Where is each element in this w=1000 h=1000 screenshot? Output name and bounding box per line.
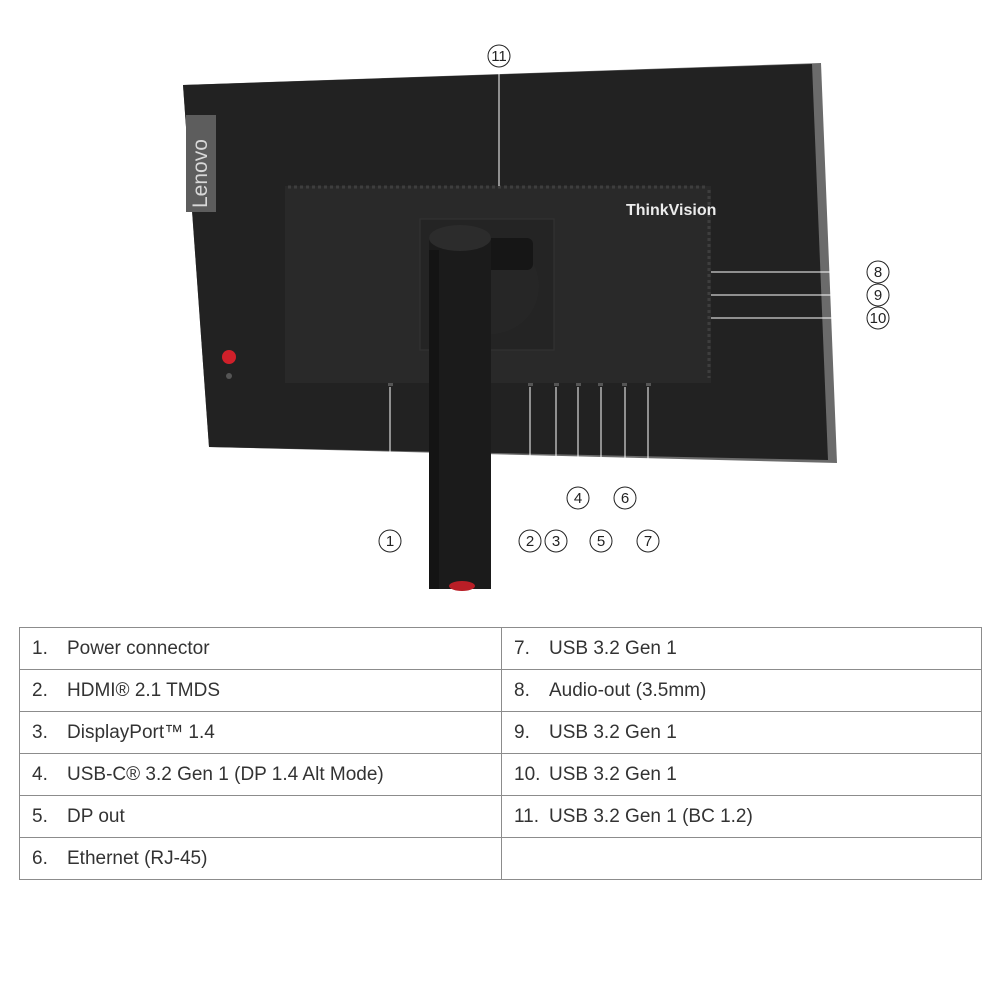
monitor-rear-diagram: Lenovo ThinkVision xyxy=(183,44,890,591)
callout-4: 4 xyxy=(566,486,590,510)
callout-6: 6 xyxy=(613,486,637,510)
port-label: Ethernet (RJ-45) xyxy=(67,847,208,869)
port-label: USB-C® 3.2 Gen 1 (DP 1.4 Alt Mode) xyxy=(67,763,384,785)
empty-cell xyxy=(501,837,982,880)
port-6 xyxy=(622,383,627,386)
callout-3-label: 3 xyxy=(552,533,560,550)
port-label: USB 3.2 Gen 1 xyxy=(549,721,677,743)
table-row: 4. USB-C® 3.2 Gen 1 (DP 1.4 Alt Mode) 10.… xyxy=(19,753,982,796)
port-number: 3. xyxy=(32,721,48,743)
callout-7-label: 7 xyxy=(644,533,652,550)
port-number: 10. xyxy=(514,763,541,785)
port-2 xyxy=(528,383,533,386)
port-number: 1. xyxy=(32,637,48,659)
port-7 xyxy=(646,383,651,386)
callout-9-label: 9 xyxy=(874,287,882,304)
stand-neck-top xyxy=(429,225,491,251)
port-number: 5. xyxy=(32,805,48,827)
callout-8-label: 8 xyxy=(874,264,882,281)
ports-table: 1. Power connector 7. USB 3.2 Gen 1 2. HDMI… xyxy=(19,627,982,880)
callout-2: 2 xyxy=(518,529,542,553)
callout-10-label: 10 xyxy=(870,310,887,327)
table-row: 5. DP out 11. USB 3.2 Gen 1 (BC 1.2) xyxy=(19,795,982,838)
port-cell: 9. USB 3.2 Gen 1 xyxy=(501,711,982,754)
port-4 xyxy=(576,383,581,386)
port-number: 2. xyxy=(32,679,48,701)
port-cell: 2. HDMI® 2.1 TMDS xyxy=(19,669,502,712)
port-5 xyxy=(598,383,603,386)
lenovo-logo: Lenovo xyxy=(189,139,212,208)
stand-arm xyxy=(485,238,533,270)
port-cell: 1. Power connector xyxy=(19,627,502,670)
callout-1: 1 xyxy=(378,529,402,553)
port-label: USB 3.2 Gen 1 xyxy=(549,763,677,785)
table-row: 3. DisplayPort™ 1.4 9. USB 3.2 Gen 1 xyxy=(19,711,982,754)
port-number: 4. xyxy=(32,763,48,785)
callout-11-label: 11 xyxy=(491,48,507,65)
callout-7: 7 xyxy=(636,529,660,553)
port-markers xyxy=(388,383,651,386)
port-label: DisplayPort™ 1.4 xyxy=(67,721,215,743)
callout-1-label: 1 xyxy=(386,533,394,550)
port-label: DP out xyxy=(67,805,125,827)
power-led-icon xyxy=(226,373,232,379)
callout-4-label: 4 xyxy=(574,490,582,507)
port-label: USB 3.2 Gen 1 xyxy=(549,637,677,659)
callout-10: 10 xyxy=(866,306,890,330)
stand-red-accent xyxy=(449,581,475,591)
lenovo-logo-tab xyxy=(186,115,216,212)
port-cell: 10. USB 3.2 Gen 1 xyxy=(501,753,982,796)
port-number: 7. xyxy=(514,637,530,659)
port-number: 8. xyxy=(514,679,530,701)
table-row: 6. Ethernet (RJ-45) xyxy=(19,837,982,880)
callout-2-label: 2 xyxy=(526,533,534,550)
thinkvision-logo: ThinkVision xyxy=(626,202,716,219)
callout-6-label: 6 xyxy=(621,490,629,507)
stand-neck-shade xyxy=(429,250,439,589)
port-number: 9. xyxy=(514,721,530,743)
callout-8: 8 xyxy=(866,260,890,284)
port-cell: 4. USB-C® 3.2 Gen 1 (DP 1.4 Alt Mode) xyxy=(19,753,502,796)
port-number: 11. xyxy=(514,805,540,827)
port-cell: 11. USB 3.2 Gen 1 (BC 1.2) xyxy=(501,795,982,838)
port-label: HDMI® 2.1 TMDS xyxy=(67,679,221,701)
port-1 xyxy=(388,383,393,386)
port-3 xyxy=(554,383,559,386)
callout-11: 11 xyxy=(487,44,511,68)
callout-5: 5 xyxy=(589,529,613,553)
callout-5-label: 5 xyxy=(597,533,605,550)
port-label: Power connector xyxy=(67,637,210,659)
port-cell: 7. USB 3.2 Gen 1 xyxy=(501,627,982,670)
table-row: 2. HDMI® 2.1 TMDS 8. Audio-out (3.5mm) xyxy=(19,669,982,712)
callout-3: 3 xyxy=(544,529,568,553)
port-label: USB 3.2 Gen 1 (BC 1.2) xyxy=(549,805,753,827)
leader-lines xyxy=(389,67,867,530)
port-cell: 6. Ethernet (RJ-45) xyxy=(19,837,502,880)
stand-neck xyxy=(429,236,491,589)
port-cell: 5. DP out xyxy=(19,795,502,838)
callout-9: 9 xyxy=(866,283,890,307)
callouts: 1 2 3 4 5 6 7 8 xyxy=(378,44,890,553)
port-label: Audio-out (3.5mm) xyxy=(549,679,707,701)
port-cell: 8. Audio-out (3.5mm) xyxy=(501,669,982,712)
port-cell: 3. DisplayPort™ 1.4 xyxy=(19,711,502,754)
power-button-icon xyxy=(222,350,236,364)
port-number: 6. xyxy=(32,847,48,869)
table-row: 1. Power connector 7. USB 3.2 Gen 1 xyxy=(19,627,982,670)
